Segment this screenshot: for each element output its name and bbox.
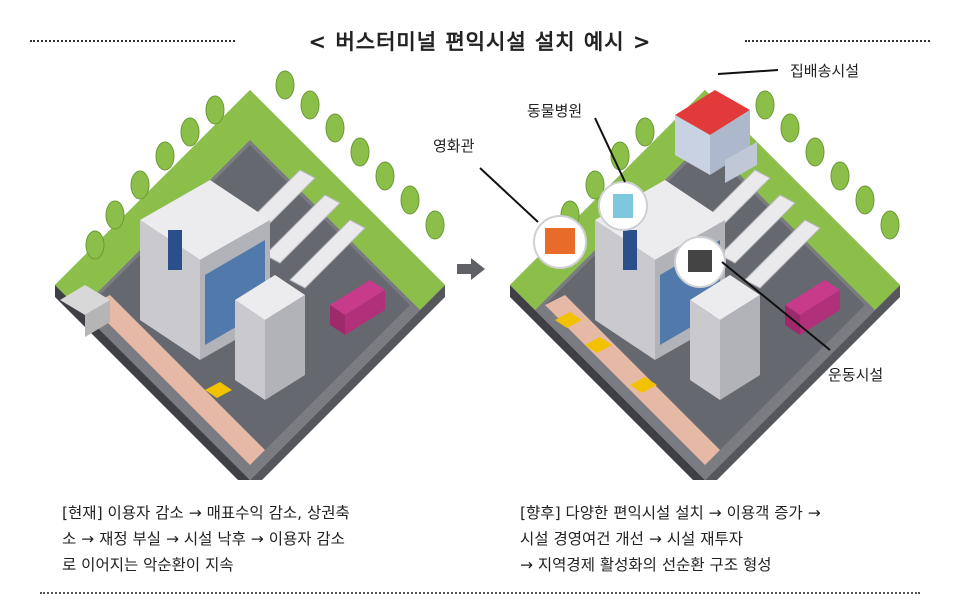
caption-future: [향후] 다양한 편익시설 설치 → 이용객 증가 → 시설 경영여건 개선 →… (520, 500, 821, 578)
caption-future-line: [향후] 다양한 편익시설 설치 → 이용객 증가 → (520, 504, 821, 522)
bottom-divider (40, 592, 920, 594)
current-terminal-illustration (55, 70, 445, 480)
caption-current-line: [현재] 이용자 감소 → 매표수익 감소, 상권축 (62, 504, 350, 522)
label-sports-facility: 운동시설 (828, 366, 884, 384)
title-left-divider (30, 40, 235, 42)
future-terminal-illustration (510, 90, 900, 480)
caption-current-line: 로 이어지는 악순환이 지속 (62, 556, 234, 574)
label-parcel-facility: 집배송시설 (790, 62, 860, 80)
page-title: < 버스터미널 편익시설 설치 예시 > (308, 30, 652, 54)
label-cinema: 영화관 (433, 137, 475, 155)
label-animal-hospital: 동물병원 (527, 102, 583, 120)
caption-current-line: 소 → 재정 부실 → 시설 낙후 → 이용자 감소 (62, 530, 345, 548)
caption-current: [현재] 이용자 감소 → 매표수익 감소, 상권축 소 → 재정 부실 → 시… (62, 500, 350, 578)
title-right-divider (745, 40, 930, 42)
caption-future-line: 시설 경영여건 개선 → 시설 재투자 (520, 530, 744, 548)
title-row: < 버스터미널 편익시설 설치 예시 > (0, 18, 960, 58)
caption-future-line: → 지역경제 활성화의 선순환 구조 형성 (520, 556, 772, 574)
transition-arrow-icon (457, 258, 485, 280)
